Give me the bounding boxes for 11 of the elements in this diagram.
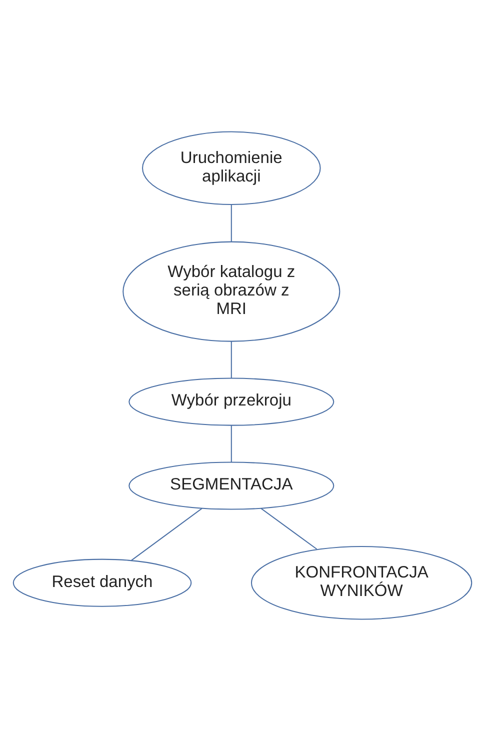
node-ellipse: Reset danych xyxy=(12,558,192,607)
connector xyxy=(230,204,232,242)
node-ellipse: Wybór przekroju xyxy=(128,378,334,426)
connector xyxy=(230,341,232,378)
connector xyxy=(230,425,232,462)
connector xyxy=(260,508,317,550)
node-ellipse: KONFRONTACJA WYNIKÓW xyxy=(250,546,472,620)
node-ellipse: Uruchomienie aplikacji xyxy=(142,131,320,206)
node-ellipse: SEGMENTACJA xyxy=(128,462,334,510)
node-ellipse: Wybór katalogu z serią obrazów z MRI xyxy=(122,241,340,342)
connector xyxy=(130,508,202,562)
